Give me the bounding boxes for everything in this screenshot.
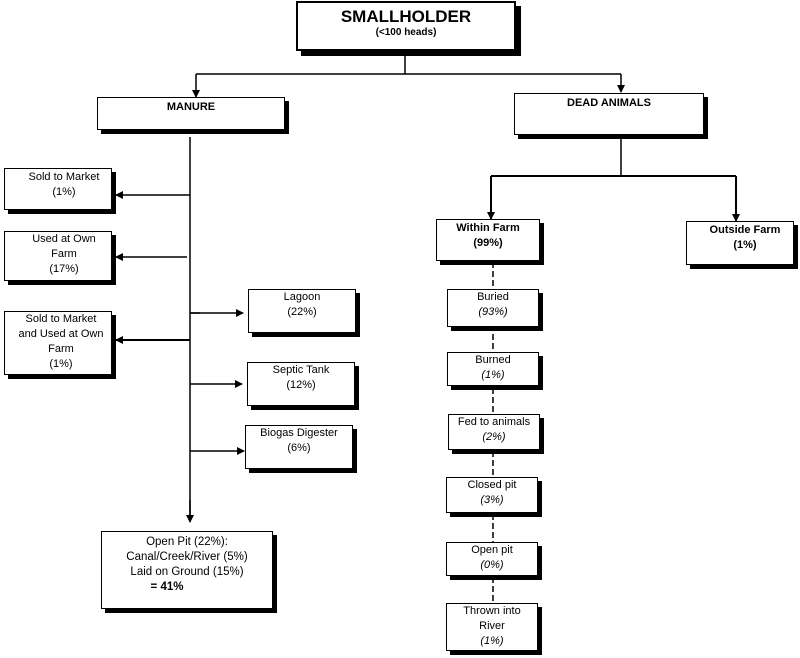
smallholder-box: SMALLHOLDER (<100 heads) xyxy=(296,1,516,51)
septic-label: Septic Tank xyxy=(272,364,330,376)
sold-own-pct: (1%) xyxy=(49,358,73,370)
sold-own-line1: Sold to Market xyxy=(25,313,97,325)
within-farm-label: Within Farm xyxy=(456,222,520,234)
lagoon-box: Lagoon (22%) xyxy=(248,289,356,333)
closed-pit-label: Closed pit xyxy=(467,479,517,491)
open-pit-method-pct: (0%) xyxy=(480,559,504,571)
sold-to-market-pct: (1%) xyxy=(52,186,76,198)
open-pit-line3: Laid on Ground (15%) xyxy=(130,566,244,578)
own-farm-line2: Farm xyxy=(51,248,77,260)
septic-tank-box: Septic Tank (12%) xyxy=(247,362,355,406)
outside-farm-pct: (1%) xyxy=(733,239,757,251)
sold-to-market-box: Sold to Market (1%) xyxy=(4,168,112,210)
lagoon-pct: (22%) xyxy=(287,306,317,318)
burned-label: Burned xyxy=(475,354,511,366)
outside-farm-box: Outside Farm (1%) xyxy=(686,221,794,265)
burned-pct: (1%) xyxy=(481,369,505,381)
outside-farm-label: Outside Farm xyxy=(709,224,781,236)
dead-animals-label: DEAD ANIMALS xyxy=(567,97,651,109)
manure-label: MANURE xyxy=(166,101,216,113)
root-title: SMALLHOLDER xyxy=(340,7,472,26)
biogas-pct: (6%) xyxy=(287,442,311,454)
used-at-own-farm-box: Used at Own Farm (17%) xyxy=(4,231,112,281)
closed-pit-pct: (3%) xyxy=(480,494,504,506)
root-subtitle: (<100 heads) xyxy=(375,27,437,38)
own-farm-pct: (17%) xyxy=(49,263,79,275)
open-pit-line2: Canal/Creek/River (5%) xyxy=(126,551,248,563)
river-line2: River xyxy=(479,620,505,632)
sold-own-line3: Farm xyxy=(48,343,74,355)
biogas-digester-box: Biogas Digester (6%) xyxy=(245,425,353,469)
method-thrown-into-river-box: Thrown into River (1%) xyxy=(446,603,538,651)
fed-pct: (2%) xyxy=(482,431,506,443)
buried-label: Buried xyxy=(477,291,509,303)
open-pit-method-label: Open pit xyxy=(471,544,513,556)
method-fed-to-animals-box: Fed to animals (2%) xyxy=(448,414,540,450)
method-buried-box: Buried (93%) xyxy=(447,289,539,327)
sold-to-market-label: Sold to Market xyxy=(28,171,100,183)
biogas-label: Biogas Digester xyxy=(260,427,338,439)
lagoon-label: Lagoon xyxy=(283,291,321,303)
river-line1: Thrown into xyxy=(463,605,521,617)
open-pit-line1: Open Pit (22%): xyxy=(146,536,228,548)
method-closed-pit-box: Closed pit (3%) xyxy=(446,477,538,513)
dead-animals-box: DEAD ANIMALS xyxy=(514,93,704,135)
river-pct: (1%) xyxy=(480,635,504,647)
manure-box: MANURE xyxy=(97,97,285,130)
septic-pct: (12%) xyxy=(286,379,316,391)
sold-and-own-farm-box: Sold to Market and Used at Own Farm (1%) xyxy=(4,311,112,375)
fed-label: Fed to animals xyxy=(457,416,531,428)
sold-own-line2: and Used at Own xyxy=(18,328,104,340)
own-farm-line1: Used at Own xyxy=(32,233,96,245)
buried-pct: (93%) xyxy=(478,306,508,318)
open-pit-box: Open Pit (22%): Canal/Creek/River (5%) L… xyxy=(101,531,273,609)
method-burned-box: Burned (1%) xyxy=(447,352,539,386)
method-open-pit-box: Open pit (0%) xyxy=(446,542,538,576)
open-pit-total: = 41% xyxy=(150,581,184,593)
within-farm-pct: (99%) xyxy=(473,237,503,249)
within-farm-box: Within Farm (99%) xyxy=(436,219,540,261)
